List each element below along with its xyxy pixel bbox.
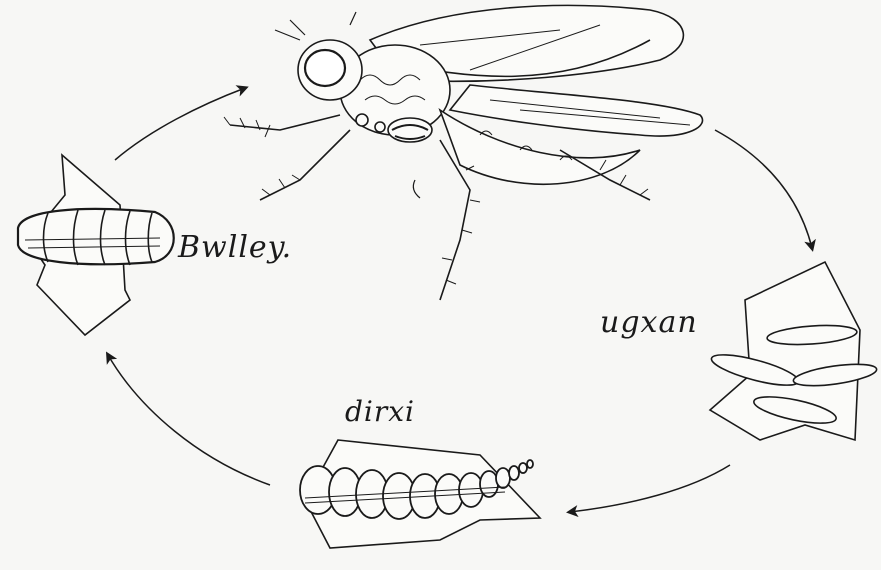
pupa-label: Bwlley. (178, 230, 292, 265)
arrow-larva-to-pupa (108, 355, 270, 485)
eggs-icon (709, 262, 878, 440)
larva-icon (300, 440, 540, 548)
pupa-icon (18, 155, 174, 335)
larva-label: dirxi (345, 395, 415, 428)
eggs-label: ugxan (600, 305, 698, 340)
arrow-pupa-to-adult (115, 88, 245, 160)
adult-fly-icon (224, 5, 703, 300)
arrow-eggs-to-larva (570, 465, 730, 512)
arrow-adult-to-eggs (715, 130, 812, 248)
